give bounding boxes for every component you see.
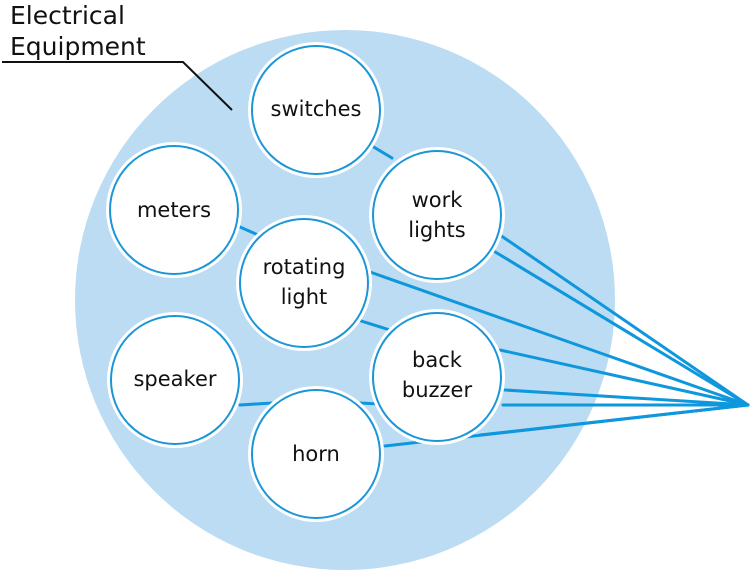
link-meters-rotating-light <box>238 225 260 237</box>
node-circle <box>251 389 381 519</box>
ray-work-lights-upper <box>498 233 750 407</box>
node-work-lights: work lights <box>369 147 505 283</box>
link-switches-work-lights <box>370 144 394 160</box>
node-label-speaker: speaker <box>133 367 216 391</box>
node-circle <box>239 218 369 348</box>
node-switches: switches <box>248 42 384 178</box>
node-label-horn: horn <box>292 442 340 466</box>
diagram-title-line1: Electrical <box>10 1 125 30</box>
diagram-title-line2: Equipment <box>10 32 146 61</box>
node-label-switches: switches <box>271 97 362 121</box>
node-back-buzzer: back buzzer <box>369 309 505 445</box>
node-speaker: speaker <box>107 312 243 448</box>
node-horn: horn <box>248 386 384 522</box>
node-label-work: work <box>412 188 464 212</box>
node-circle <box>110 315 240 445</box>
node-circle <box>372 312 502 442</box>
node-meters: meters <box>106 142 242 278</box>
ray-rotating-light <box>368 270 750 407</box>
connector-links <box>238 144 394 407</box>
node-label-meters: meters <box>137 198 211 222</box>
node-circle <box>251 45 381 175</box>
link-speaker-horn <box>238 401 274 407</box>
node-label-buzzer: buzzer <box>402 378 473 402</box>
node-label-rotating: rotating <box>263 255 346 279</box>
title-callout-line <box>2 61 233 111</box>
node-circle <box>372 150 502 280</box>
node-rotating-light: rotating light <box>236 215 372 351</box>
node-label-back: back <box>412 348 463 372</box>
link-rotating-light-back-buzzer <box>356 318 392 332</box>
ray-back-buzzer-top <box>498 348 750 407</box>
node-label-light: light <box>281 285 328 309</box>
node-circle <box>109 145 239 275</box>
ray-back-buzzer-mid <box>503 388 750 407</box>
node-label-lights: lights <box>408 218 465 242</box>
ray-work-lights-lower <box>490 248 750 407</box>
